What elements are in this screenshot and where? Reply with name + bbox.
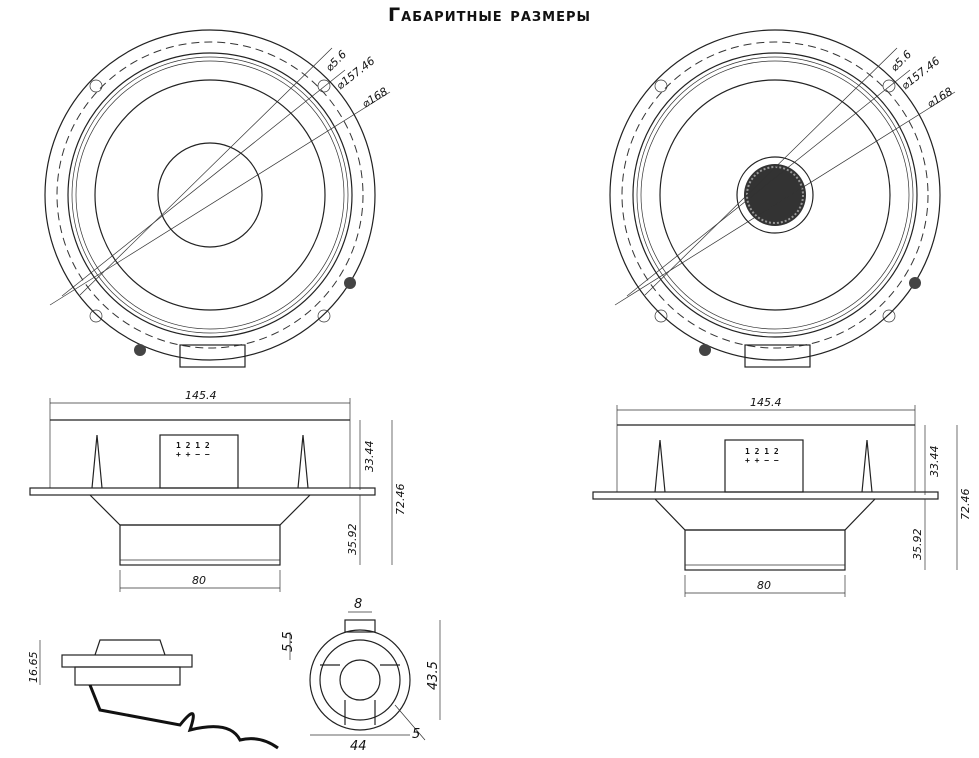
tweeter-side-height-label: 16.65 — [27, 652, 40, 684]
side-view-coaxial: 145.4 1 2 1 2 + + − − 80 33.44 35.92 72.… — [592, 396, 972, 597]
terminal-numbers: 1 2 1 2 — [176, 441, 210, 450]
magnet-width-label: 80 — [192, 574, 206, 587]
magnet-width-label-2: 80 — [757, 579, 771, 592]
front-view-woofer: ⌀5.6 ⌀157.46 ⌀168 — [44, 29, 391, 368]
hole-diameter-label-2: ⌀5.6 — [888, 48, 914, 74]
tweeter-width-label: 44 — [350, 739, 367, 754]
total-height-label: 72.46 — [394, 484, 407, 516]
tweeter-height-label: 43.5 — [426, 661, 441, 690]
tweeter-top-offset-label: 5.5 — [281, 631, 296, 652]
width-label: 145.4 — [185, 389, 217, 402]
tweeter-side-view: 16.65 — [27, 639, 279, 750]
terminal-polarity: + + − − — [176, 450, 210, 459]
terminal-numbers-2: 1 2 1 2 — [745, 447, 779, 456]
terminal-polarity-2: + + − − — [745, 456, 779, 465]
hole-diameter-label: ⌀5.6 — [323, 48, 349, 74]
outer-diameter-label-2: ⌀168 — [925, 85, 955, 111]
width-label-2: 145.4 — [750, 396, 782, 409]
top-height-label: 33.44 — [363, 441, 376, 473]
top-height-label-2: 33.44 — [928, 446, 941, 478]
tweeter-corner-label: 5 — [412, 727, 420, 742]
tweeter-top-width-label: 8 — [354, 597, 362, 612]
total-height-label-2: 72.46 — [959, 489, 972, 521]
side-view-woofer: 145.4 1 2 1 2 + + − − 80 33.44 35.92 72.… — [29, 389, 407, 592]
front-view-coaxial: ⌀5.6 ⌀157.46 ⌀168 — [609, 29, 956, 368]
tweeter-front-view: 8 5.5 43.5 44 5 — [281, 597, 441, 754]
page-title: Габаритные размеры — [388, 4, 591, 26]
magnet-height-label: 35.92 — [346, 524, 359, 556]
outer-diameter-label: ⌀168 — [360, 85, 390, 111]
magnet-height-label-2: 35.92 — [911, 529, 924, 561]
